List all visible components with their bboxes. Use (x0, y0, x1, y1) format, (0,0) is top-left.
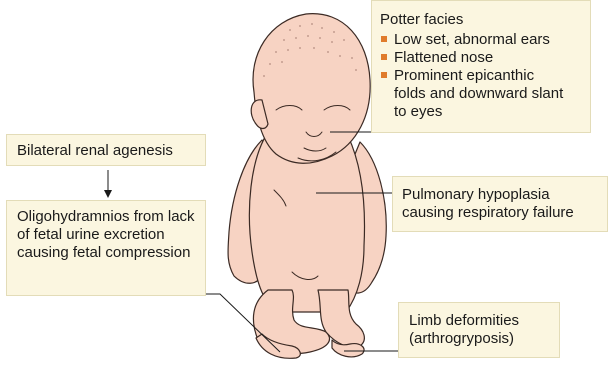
potter-facies-list: Low set, abnormal ears Flattened nose Pr… (380, 31, 582, 121)
list-item: Prominent epicanthic folds and downward … (380, 67, 569, 121)
potter-facies-box: Potter facies Low set, abnormal ears Fla… (371, 0, 591, 133)
pulmonary-label: Pulmonary hypoplasia causing respiratory… (402, 186, 599, 222)
oligohydramnios-label: Oligohydramnios from lack of fetal urine… (17, 208, 195, 262)
head (253, 14, 370, 164)
flow-arrowhead (104, 190, 112, 198)
bullet-icon (381, 54, 387, 60)
renal-agenesis-box: Bilateral renal agenesis (6, 134, 206, 166)
limb-box: Limb deformities (arthrogryposis) (398, 302, 560, 358)
limb-label: Limb deformities (arthrogryposis) (409, 312, 549, 348)
renal-agenesis-label: Bilateral renal agenesis (17, 142, 195, 160)
oligohydramnios-box: Oligohydramnios from lack of fetal urine… (6, 200, 206, 296)
pulmonary-box: Pulmonary hypoplasia causing respiratory… (392, 176, 608, 232)
list-item: Flattened nose (380, 49, 582, 67)
potter-facies-title: Potter facies (380, 11, 582, 29)
bullet-icon (381, 36, 387, 42)
list-item: Low set, abnormal ears (380, 31, 582, 49)
bullet-icon (381, 72, 387, 78)
